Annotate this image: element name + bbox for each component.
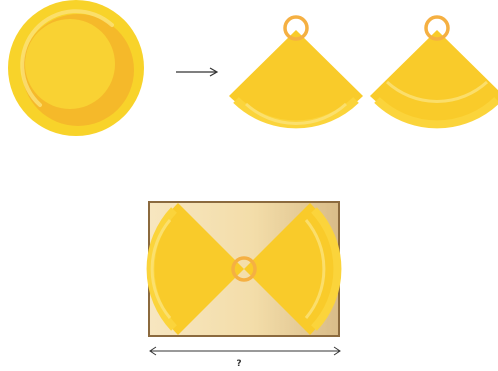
whole-coin <box>8 0 144 136</box>
coin-inner-face <box>25 19 115 109</box>
sector-hanging-ring <box>424 15 450 41</box>
sector-hanging-ring <box>283 15 309 41</box>
coin-highlight <box>20 9 114 107</box>
packing-box <box>146 201 342 337</box>
coin-sector-piece-1 <box>229 15 363 129</box>
coin-sector-piece-2 <box>370 15 498 129</box>
double-headed-arrow-icon <box>149 346 341 356</box>
sector-highlight <box>385 80 489 103</box>
sector-body <box>229 30 363 124</box>
box-width-label: ? <box>236 359 241 369</box>
packed-sector-right <box>244 203 342 335</box>
sector-highlight <box>244 102 348 125</box>
packed-sector-left <box>146 203 244 335</box>
right-arrow-icon <box>176 67 219 77</box>
sector-rim-band <box>374 97 498 129</box>
packed-hanging-ring <box>231 256 257 282</box>
sector-body <box>370 30 498 124</box>
